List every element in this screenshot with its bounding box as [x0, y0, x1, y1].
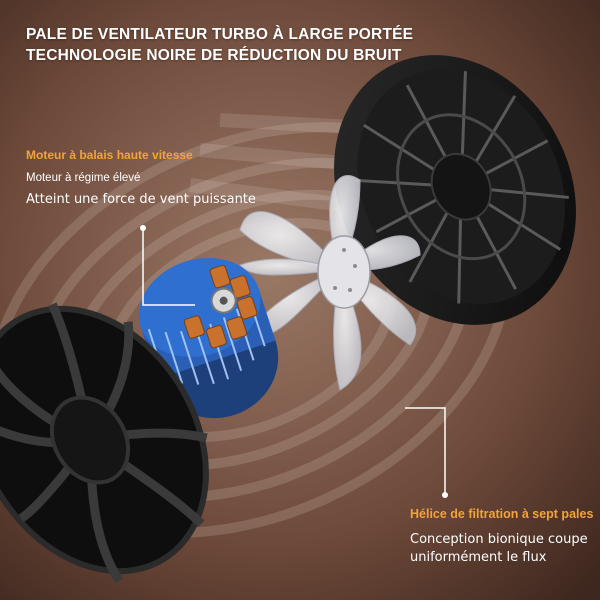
- propeller-callout-line: [405, 407, 446, 495]
- headline-line-1: PALE DE VENTILATEUR TURBO À LARGE PORTÉE: [26, 26, 414, 43]
- propeller-description-line-1: Conception bionique coupe: [410, 532, 588, 547]
- motor-subtitle: Moteur à régime élevé: [26, 172, 141, 184]
- motor-callout-line: [142, 228, 195, 306]
- propeller-description: Conception bionique coupe uniformément l…: [410, 531, 588, 567]
- front-fan-grill: [0, 302, 209, 584]
- propeller-title: Hélice de filtration à sept pales: [410, 507, 594, 521]
- motor-callout-dot: [140, 225, 146, 231]
- motor: [138, 257, 279, 419]
- propeller-hub: [317, 235, 371, 309]
- motor-title: Moteur à balais haute vitesse: [26, 148, 193, 162]
- motor-description: Atteint une force de vent puissante: [26, 192, 256, 207]
- propeller-description-line-2: uniformément le flux: [410, 550, 547, 565]
- propeller-callout-dot: [442, 492, 448, 498]
- headline: PALE DE VENTILATEUR TURBO À LARGE PORTÉE…: [26, 24, 413, 66]
- headline-line-2: TECHNOLOGIE NOIRE DE RÉDUCTION DU BRUIT: [26, 47, 402, 64]
